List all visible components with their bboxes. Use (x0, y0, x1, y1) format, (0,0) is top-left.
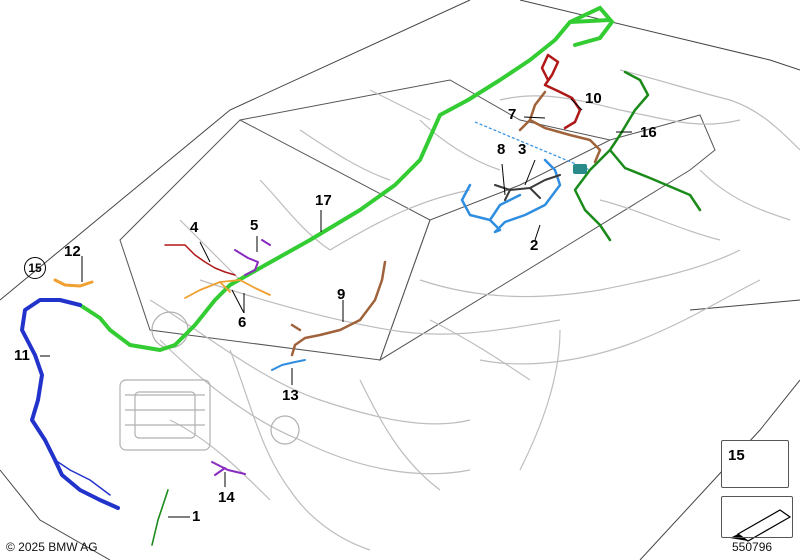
leader-lines (40, 98, 632, 518)
callout-10: 10 (585, 90, 602, 107)
callout-13: 13 (282, 387, 299, 404)
callout-16: 16 (640, 124, 657, 141)
harness-11-branch (54, 459, 111, 496)
harness-11-blue (20, 298, 120, 510)
harness-3-dark (494, 174, 561, 201)
background-wiring (149, 69, 800, 551)
legend-part-number: 15 (728, 447, 745, 464)
harness-17-top-loop (568, 5, 615, 47)
callout-15-circled: 15 (24, 257, 46, 279)
legend-part-15: 15 (721, 440, 789, 488)
callout-1: 1 (192, 508, 201, 525)
harness-4-red (164, 244, 236, 276)
glass-panels (119, 79, 716, 362)
harness-5-purple (234, 239, 271, 276)
callout-17: 17 (315, 192, 332, 209)
harness-14-purple (211, 461, 246, 476)
harness-10-red (540, 53, 582, 130)
harness-1-dark-green (151, 489, 169, 546)
callout-4: 4 (190, 219, 199, 236)
legend-arrow-box (721, 496, 793, 538)
callout-5: 5 (250, 217, 259, 234)
copyright-text: © 2025 BMW AG (6, 540, 98, 554)
harness-9-brown (290, 260, 387, 357)
harness-2-blue (460, 158, 562, 234)
callout-3: 3 (518, 141, 527, 158)
harness-16-dark-green (573, 70, 702, 242)
harness-17-green (78, 18, 612, 352)
callout-6: 6 (238, 314, 247, 331)
harness-8-connector (573, 164, 587, 174)
harness-7-brown (518, 90, 602, 164)
callout-11: 11 (14, 347, 30, 364)
callout-14: 14 (218, 489, 235, 506)
harness-13-blue (271, 359, 306, 371)
callout-9: 9 (337, 286, 346, 303)
callout-12: 12 (64, 243, 81, 260)
callout-8: 8 (497, 141, 506, 158)
harness-12-orange (53, 278, 94, 288)
harness-8-light-blue (474, 121, 591, 171)
harness-6-orange (184, 279, 271, 299)
callout-7: 7 (508, 106, 517, 123)
diagram-id: 550796 (732, 540, 773, 554)
callout-2: 2 (530, 237, 539, 254)
engine-block (119, 311, 300, 451)
